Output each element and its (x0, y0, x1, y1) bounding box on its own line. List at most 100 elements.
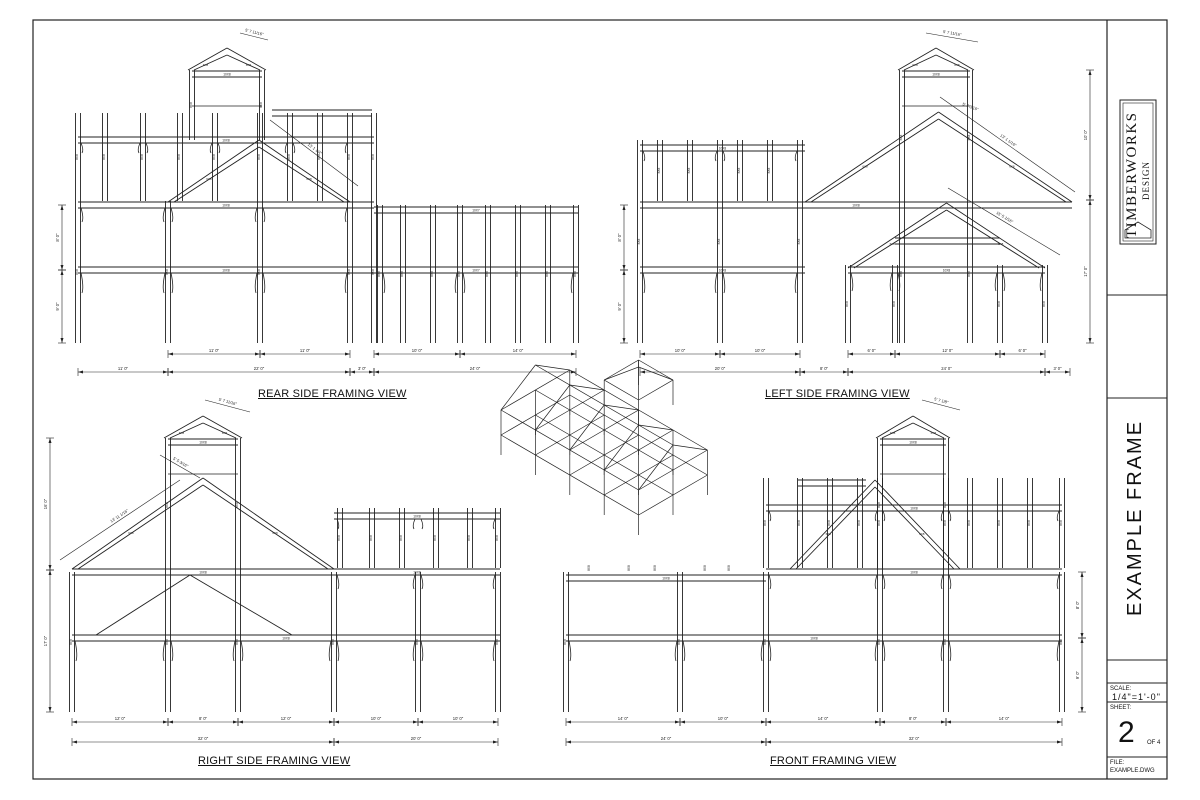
post-tag: 8X8 (189, 102, 193, 108)
rafter-edge (912, 415, 951, 439)
knee-brace (74, 640, 78, 662)
rafter-tag: 6X8 (306, 177, 312, 181)
post-tag: 8X8 (400, 271, 404, 277)
dimension-arrow (1080, 707, 1084, 712)
dimension-label: 16' 0" (43, 498, 48, 509)
beam-tag: 10X8 (719, 268, 727, 272)
rafter-dimension (159, 454, 201, 479)
post-tag: 8X8 (767, 167, 771, 173)
knee-brace (262, 272, 266, 294)
post-tag: 8X8 (415, 639, 419, 645)
dimension-arrow (1057, 720, 1062, 724)
post-tag: 8X8 (545, 271, 549, 277)
dimension-arrow (995, 352, 1000, 356)
view-title-front: FRONT FRAMING VIEW (770, 755, 897, 767)
post-tag: 8X8 (75, 154, 79, 160)
dimension-label: 14' 0" (618, 716, 629, 721)
knee-brace (344, 272, 348, 294)
post-tag: 8X8 (877, 502, 881, 508)
knee-brace (170, 272, 174, 294)
rafter-edge (202, 415, 243, 439)
knee-brace (462, 272, 466, 294)
dimension-arrow (680, 720, 685, 724)
rafter-edge (71, 477, 204, 570)
dimension-label: 32' 0" (909, 736, 920, 741)
dimension-label: 10' 0" (1083, 129, 1088, 140)
dimension-label: 32' 0" (198, 736, 209, 741)
rafter-dimension-label: 5' 7 11/16" (245, 27, 265, 36)
post-tag: 8X8 (235, 502, 239, 508)
rafter-edge (810, 118, 939, 203)
beam-tag: 10X8 (199, 570, 207, 574)
rafter-dimension (921, 399, 961, 411)
post-tag: 8X8 (347, 269, 351, 275)
knee-brace (714, 272, 718, 294)
dimension-arrow (374, 352, 379, 356)
post-tag: 8X8 (997, 520, 1001, 526)
knee-brace (948, 574, 952, 590)
knee-brace (492, 640, 496, 662)
post-tag: 8X8 (877, 639, 881, 645)
post-tag: 8X8 (257, 269, 261, 275)
beam-tag: 10X8 (662, 576, 670, 580)
knee-brace (170, 640, 174, 662)
dimension-arrow (493, 720, 498, 724)
beam-tag: 10X8 (909, 440, 917, 444)
dimension-arrow (1057, 740, 1062, 744)
knee-brace (1039, 272, 1043, 292)
dimension-arrow (795, 370, 800, 374)
iso-beam (535, 389, 605, 431)
dimension-label: 12' 0" (281, 716, 292, 721)
dimension-label: 10' 0" (412, 348, 423, 353)
post-tag: 8X8 (371, 154, 375, 160)
knee-brace (145, 142, 149, 154)
rafter-tag: 6X8 (890, 242, 896, 246)
dimension-arrow (715, 352, 720, 356)
dimension-label: 6' 0" (1018, 348, 1027, 353)
dimension-arrow (1088, 200, 1092, 205)
dimension-label: 8' 0" (617, 233, 622, 242)
view-title-rear: REAR SIDE FRAMING VIEW (258, 388, 407, 400)
file-value: EXAMPLE.DWG (1110, 768, 1155, 774)
rafter-edge (874, 486, 955, 570)
knee-brace (240, 640, 244, 662)
post-tag: 8X8 (485, 271, 489, 277)
dimension-label: 11' 0" (209, 348, 220, 353)
dimension-arrow (880, 720, 885, 724)
post-tag: 8X8 (102, 154, 106, 160)
dimension-arrow (761, 720, 766, 724)
dimension-arrow (334, 740, 339, 744)
rafter-edge (897, 47, 937, 71)
post-tag: 8X8 (347, 154, 351, 160)
rafter-edge (163, 415, 204, 439)
dimension-label: 17' 0" (43, 635, 48, 646)
dimension-label: 22' 0" (254, 366, 265, 371)
post-tag: 8X8 (495, 535, 499, 541)
sheet-border (32, 19, 1168, 780)
dimension-arrow (72, 740, 77, 744)
iso-rafter (638, 424, 674, 431)
beam-tag: 10X8 (222, 203, 230, 207)
post-tag: 8X8 (377, 271, 381, 277)
dimension-arrow (1080, 633, 1084, 638)
dimension-label: 10' 0" (718, 716, 729, 721)
knee-brace (412, 518, 416, 530)
beam-tag: 10X8 (910, 506, 918, 510)
post-tag: 8X8 (677, 639, 681, 645)
dimension-arrow (72, 720, 77, 724)
knee-brace (344, 142, 348, 154)
rafter-edge (938, 118, 1067, 203)
post-tag: 8X8 (573, 271, 577, 277)
post-tag: 8X8 (845, 301, 849, 307)
scale-value: 1/4"=1'-0" (1112, 692, 1161, 702)
iso-rafter (638, 444, 674, 491)
rafter-dimension (204, 399, 251, 413)
iso-beam (638, 474, 708, 516)
iso-rafter (569, 384, 605, 391)
post-tag: 8X8 (967, 134, 971, 140)
iso-rafter (535, 364, 570, 371)
knee-brace (940, 510, 944, 522)
knee-brace (722, 150, 726, 162)
dimension-arrow (329, 720, 334, 724)
